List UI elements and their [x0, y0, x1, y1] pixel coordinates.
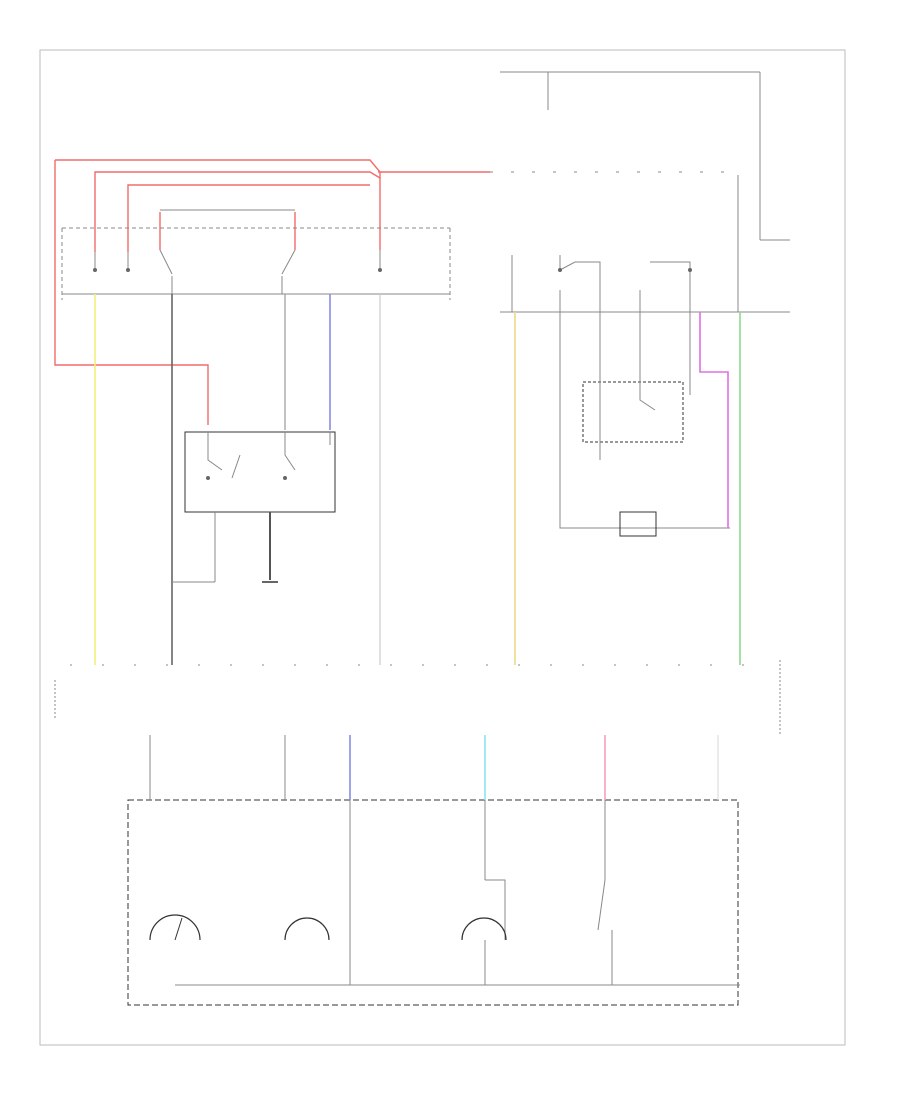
right-board-outputs	[514, 312, 741, 665]
pink-wire	[699, 312, 729, 528]
red-wire-group	[54, 159, 490, 425]
relay-board-right	[500, 175, 790, 313]
connector-row	[54, 660, 781, 735]
diagram-frame	[39, 49, 846, 1046]
red-wire-inner	[127, 184, 370, 252]
temp-gauge	[284, 917, 330, 941]
ground-bus	[175, 940, 740, 986]
tach-gauge	[461, 917, 507, 941]
relay-board-left	[61, 209, 451, 300]
switch-module	[172, 431, 336, 583]
red-wire-link	[159, 212, 296, 250]
red-wire-outer	[54, 159, 381, 425]
timer-module	[559, 312, 730, 537]
top-fuse-bus	[490, 71, 790, 241]
red-wire-mid	[94, 171, 381, 252]
fuel-gauge	[149, 914, 201, 941]
left-board-outputs	[94, 294, 381, 665]
instrument-cluster	[127, 735, 739, 1006]
